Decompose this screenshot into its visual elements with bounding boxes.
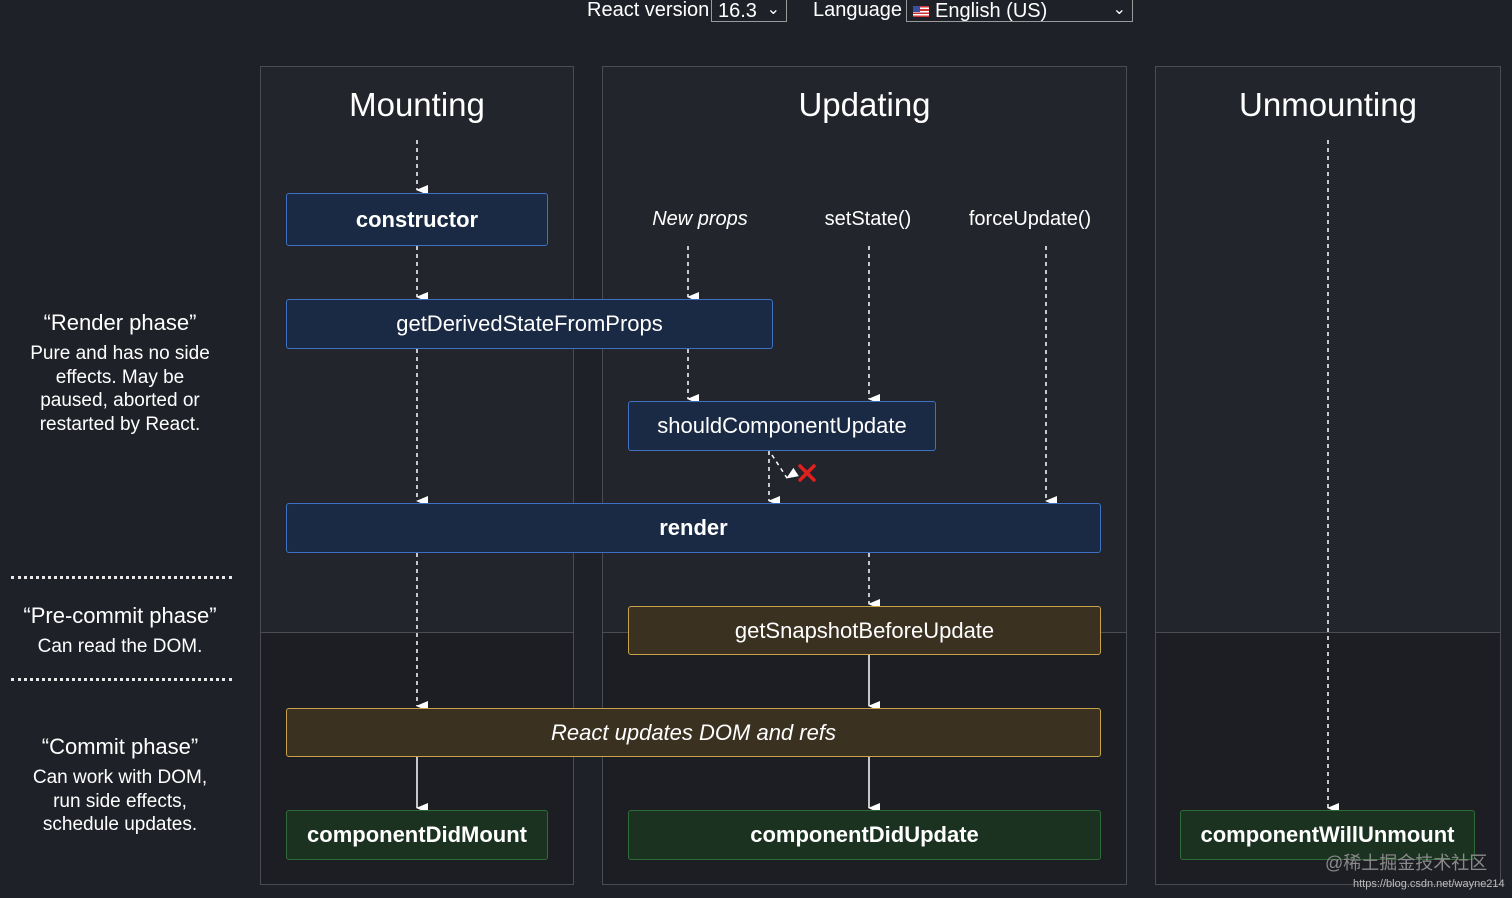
should-component-update-box: shouldComponentUpdate bbox=[628, 401, 936, 451]
watermark-url: https://blog.csdn.net/wayne214 bbox=[1353, 878, 1505, 890]
commit-phase-desc: Can work with DOM, run side effects, sch… bbox=[32, 767, 208, 835]
constructor-box: constructor bbox=[286, 193, 548, 246]
language-value: English (US) bbox=[935, 0, 1048, 22]
precommit-phase-note: “Pre-commit phase” Can read the DOM. bbox=[0, 603, 240, 659]
trigger-set-state: setState() bbox=[824, 208, 912, 230]
cancel-x-icon bbox=[798, 464, 816, 482]
us-flag-icon bbox=[913, 6, 929, 17]
toolbar: React version 16.3 ⌄ Language English (U… bbox=[0, 0, 1512, 28]
unmounting-title: Unmounting bbox=[1239, 86, 1417, 123]
react-version-select[interactable]: 16.3 ⌄ bbox=[711, 0, 787, 22]
react-version-value: 16.3 bbox=[718, 0, 757, 22]
component-will-unmount-box: componentWillUnmount bbox=[1180, 810, 1475, 860]
component-did-update-box: componentDidUpdate bbox=[628, 810, 1101, 860]
render-phase-note: “Render phase” Pure and has no side effe… bbox=[0, 310, 240, 436]
react-version-label: React version bbox=[587, 0, 710, 21]
precommit-phase-title: “Pre-commit phase” bbox=[23, 603, 217, 628]
render-phase-desc: Pure and has no side effects. May be pau… bbox=[30, 343, 210, 435]
render-phase-title: “Render phase” bbox=[43, 310, 197, 335]
language-label: Language bbox=[813, 0, 902, 21]
dom-update-box: React updates DOM and refs bbox=[286, 708, 1101, 757]
chevron-down-icon: ⌄ bbox=[1112, 1, 1126, 18]
phase-divider bbox=[11, 576, 232, 579]
updating-title: Updating bbox=[798, 86, 931, 123]
render-box: render bbox=[286, 503, 1101, 553]
language-select[interactable]: English (US) ⌄ bbox=[906, 0, 1133, 22]
commit-phase-title: “Commit phase” bbox=[41, 734, 199, 759]
chevron-down-icon: ⌄ bbox=[766, 1, 780, 18]
trigger-new-props: New props bbox=[652, 208, 748, 230]
precommit-phase-desc: Can read the DOM. bbox=[37, 636, 203, 657]
commit-phase-note: “Commit phase” Can work with DOM, run si… bbox=[0, 734, 240, 837]
get-derived-state-box: getDerivedStateFromProps bbox=[286, 299, 773, 349]
get-snapshot-box: getSnapshotBeforeUpdate bbox=[628, 606, 1101, 655]
phase-divider bbox=[11, 678, 232, 681]
component-did-mount-box: componentDidMount bbox=[286, 810, 548, 860]
trigger-force-update: forceUpdate() bbox=[968, 208, 1092, 230]
watermark-site: @稀土掘金技术社区 bbox=[1325, 853, 1488, 873]
mounting-title: Mounting bbox=[349, 86, 485, 123]
